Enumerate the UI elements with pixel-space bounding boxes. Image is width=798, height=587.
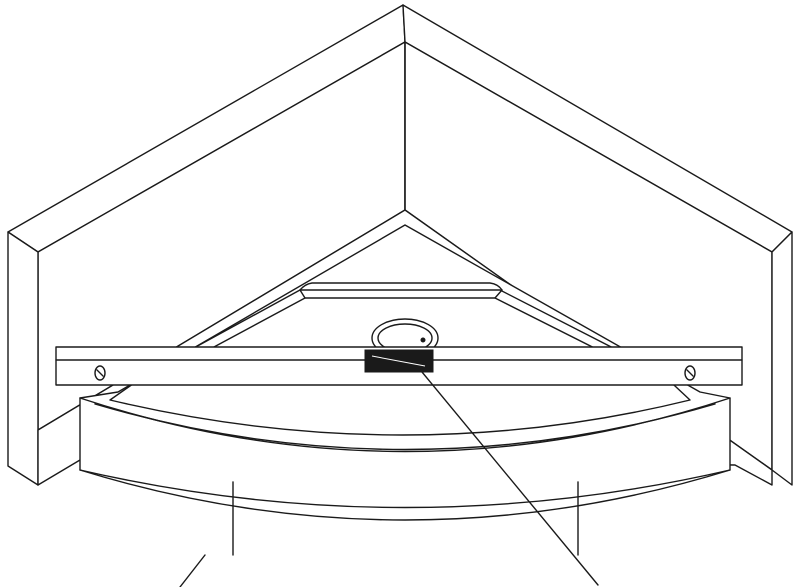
tray-inner-rim-top bbox=[299, 282, 503, 291]
callout-line-left bbox=[179, 554, 206, 587]
callout-lines bbox=[179, 371, 599, 587]
tray-inner-rim-left bbox=[159, 297, 651, 377]
corner-walls bbox=[7, 4, 793, 486]
callout-line-right bbox=[421, 371, 599, 586]
tray-bevel-right bbox=[494, 289, 503, 299]
level-screw-right-slot bbox=[686, 369, 694, 377]
tray-front-rim-inner bbox=[94, 403, 716, 451]
level-screw-left-slot bbox=[96, 369, 104, 377]
level-bubble-highlight bbox=[371, 355, 426, 367]
tray-bevel-left bbox=[299, 289, 306, 299]
left-wall-end bbox=[7, 231, 39, 486]
tray-apron-bottom bbox=[79, 469, 731, 521]
right-wall-end bbox=[771, 231, 793, 486]
spirit-level bbox=[55, 346, 743, 386]
drain-screw bbox=[420, 337, 426, 343]
